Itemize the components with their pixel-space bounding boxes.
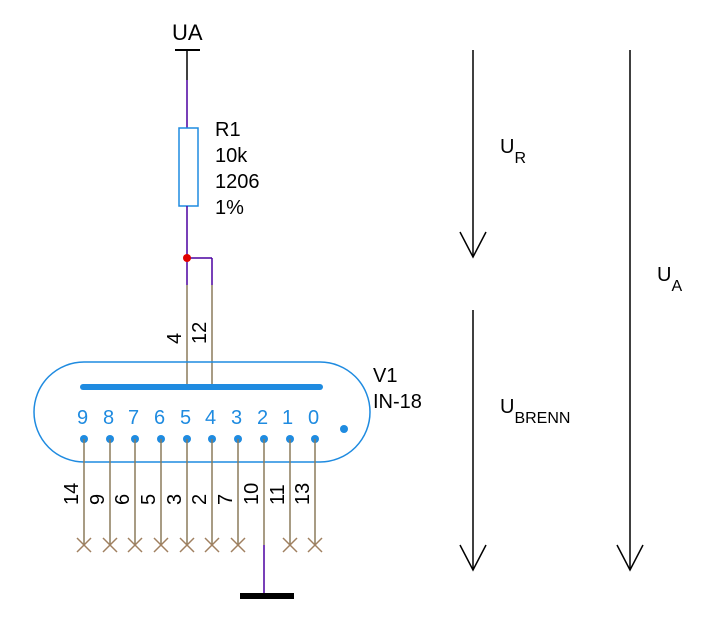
arrow-ur (459, 50, 487, 259)
label-ubrenn: UBRENN (500, 396, 570, 427)
arrow-ubrenn (459, 310, 487, 572)
pin-number: 3 (164, 494, 186, 505)
arrow-ua (616, 50, 644, 572)
junction-dot (183, 254, 191, 262)
label-ur: UR (500, 136, 526, 167)
pin-number: 5 (138, 494, 160, 505)
nc-markers (76, 537, 323, 553)
cathode-leads (83, 439, 316, 545)
pin-number: 10 (241, 483, 263, 505)
digit-label: 5 (180, 407, 191, 429)
digit-label: 0 (308, 407, 319, 429)
resistor-value: 10k (215, 145, 248, 167)
resistor-designator: R1 (215, 119, 241, 141)
tube-outline (33, 361, 371, 463)
tube-type: IN-18 (373, 391, 422, 413)
ground-symbol (240, 545, 294, 599)
label-ua: UA (657, 264, 682, 295)
digit-label: 4 (205, 407, 216, 429)
supply-label: UA (172, 20, 203, 45)
pin-number: 14 (61, 483, 83, 505)
tube-digits: 9 8 7 6 5 4 3 2 1 0 (77, 407, 319, 429)
tube-dot (340, 425, 348, 433)
cathode-dots (80, 435, 319, 443)
digit-label: 3 (231, 407, 242, 429)
nixie-tube-v1[interactable]: V1 IN-18 9 8 7 6 5 4 3 2 1 0 (33, 361, 422, 463)
digit-label: 2 (257, 407, 268, 429)
digit-label: 1 (282, 407, 293, 429)
pin-number: 7 (215, 494, 237, 505)
pin-number: 13 (292, 483, 314, 505)
resistor-body (178, 127, 199, 207)
digit-label: 9 (77, 407, 88, 429)
digit-label: 8 (103, 407, 114, 429)
digit-label: 7 (128, 407, 139, 429)
pin-number: 2 (189, 494, 211, 505)
resistor-tolerance: 1% (215, 197, 244, 219)
anode-wiring: 4 12 (164, 254, 213, 385)
pin-number: 9 (87, 494, 109, 505)
pin-number: 11 (267, 484, 289, 505)
pin-number: 6 (112, 494, 134, 505)
anode-pin-4: 4 (164, 333, 186, 344)
resistor-r1[interactable]: R1 10k 1206 1% (178, 119, 260, 219)
supply-symbol: UA (172, 20, 203, 80)
resistor-package: 1206 (215, 171, 260, 193)
anode-pin-12: 12 (189, 322, 211, 344)
digit-label: 6 (154, 407, 165, 429)
tube-designator: V1 (373, 365, 397, 387)
cathode-pin-numbers: 14 9 6 5 3 2 7 10 11 13 (61, 483, 314, 505)
